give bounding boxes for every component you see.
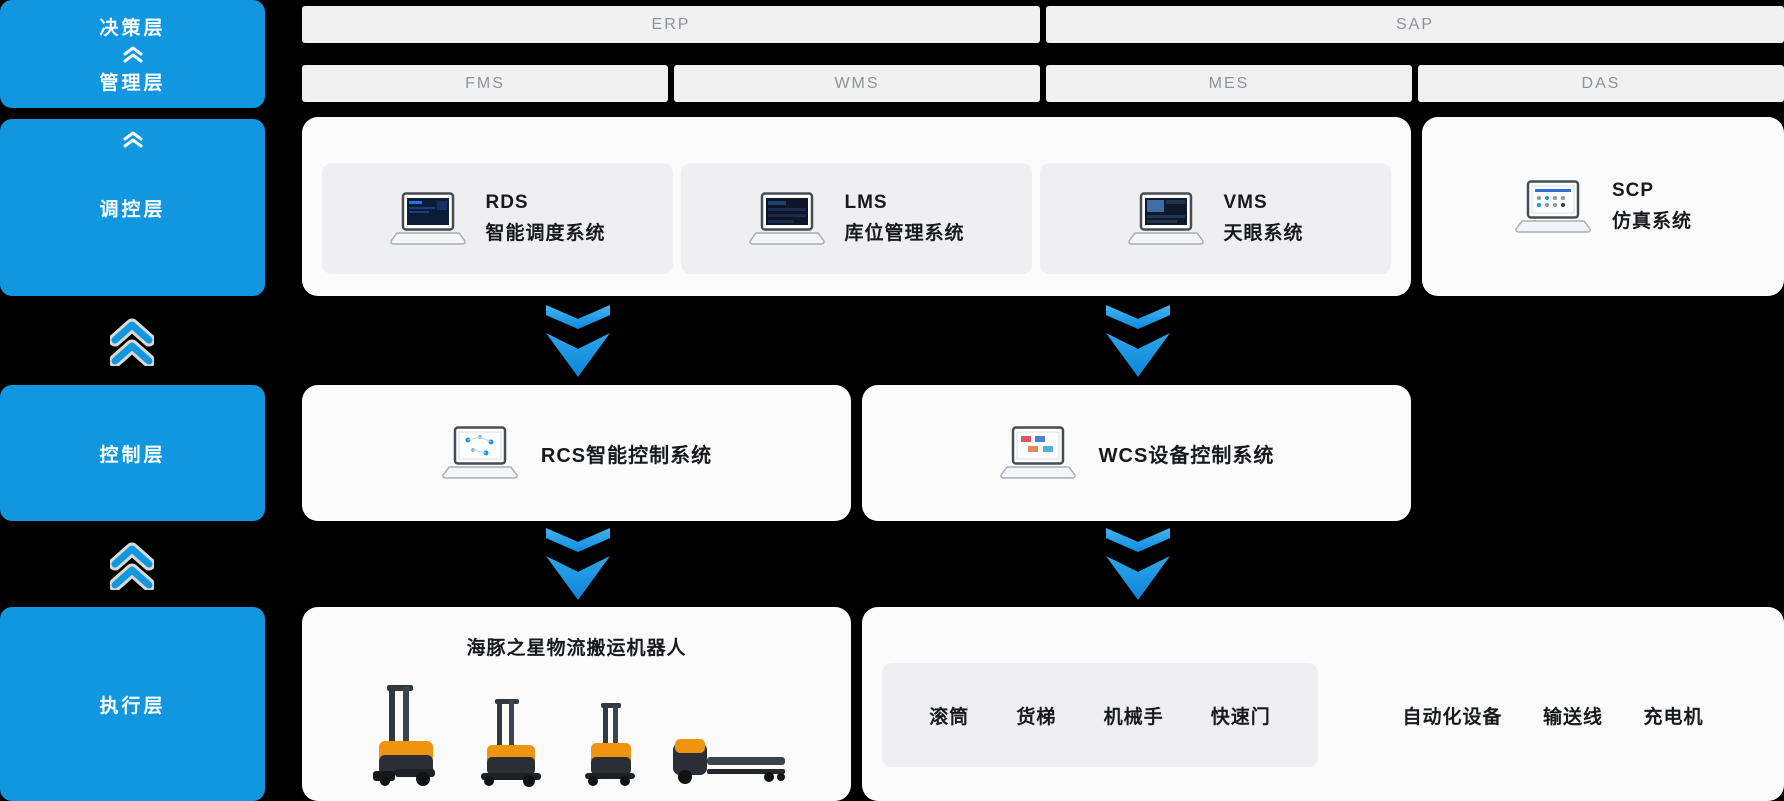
rcs-label: RCS智能控制系统 [540,444,713,467]
regulation-tier-panel: RDS 智能调度系统 LMS 库位管理系统 [302,117,1411,296]
laptop-icon [390,191,467,245]
erp-bar: ERP [302,6,1040,43]
device-label: 货梯 [1016,706,1057,728]
pallet-stacker-robot-image [584,703,635,786]
system-name: 天眼系统 [1223,223,1304,244]
double-chevron-up-icon [110,542,154,590]
device-label: 快速门 [1210,706,1271,728]
decision-layer-label: 决策层 [99,18,166,40]
double-chevron-up-icon [123,46,142,62]
double-chevron-down-icon [1106,305,1170,377]
double-chevron-up-icon [123,131,142,148]
execution-layer-label: 执行层 [99,695,166,717]
robots-row [302,660,851,801]
system-code: LMS [844,192,888,213]
devices-extra-group: 自动化设备 输送线 充电机 [1362,663,1744,767]
layer-box-control: 控制层 [0,385,265,521]
system-card-vms: VMS 天眼系统 [1040,163,1391,274]
system-card-lms: LMS 库位管理系统 [681,163,1032,274]
laptop-icon [749,191,826,245]
robots-title: 海豚之星物流搬运机器人 [466,638,687,659]
system-code: RDS [485,192,529,213]
fms-bar: FMS [302,65,668,102]
device-label: 机械手 [1103,706,1164,728]
wcs-panel: WCS设备控制系统 [862,385,1411,521]
double-chevron-up-icon [110,318,154,366]
das-bar: DAS [1418,65,1784,102]
device-label: 输送线 [1542,706,1603,728]
system-name: 库位管理系统 [844,223,965,244]
system-card-text: SCP 仿真系统 [1612,180,1692,233]
rcs-panel: RCS智能控制系统 [302,385,851,521]
laptop-icon [1128,191,1205,245]
double-chevron-down-icon [1106,528,1170,600]
system-name: 智能调度系统 [485,223,606,244]
device-label: 自动化设备 [1402,706,1503,728]
wcs-label: WCS设备控制系统 [1098,444,1275,467]
system-code: SCP [1611,180,1655,201]
system-card-rds: RDS 智能调度系统 [322,163,673,274]
double-chevron-down-icon [546,528,610,600]
scp-panel: SCP 仿真系统 [1422,117,1784,296]
regulation-layer-label: 调控层 [99,199,166,220]
management-layer-label: 管理层 [99,72,166,94]
device-label: 充电机 [1643,706,1704,728]
pallet-truck-robot-image [672,739,785,784]
layer-box-decision-management: 决策层 管理层 [0,0,265,108]
mes-bar: MES [1046,65,1412,102]
laptop-icon [442,426,518,479]
system-card-text: LMS 库位管理系统 [844,192,964,245]
devices-card: 滚筒 货梯 机械手 快速门 [882,663,1318,767]
laptop-icon [1515,179,1591,233]
system-card-text: RDS 智能调度系统 [485,192,605,245]
double-chevron-down-icon [546,305,610,377]
fms-wms-mes-das-bar-row: FMS WMS MES DAS [302,65,1784,102]
system-code: VMS [1223,192,1268,213]
counterbalance-forklift-robot-image [480,699,541,787]
layer-box-execution: 执行层 [0,607,265,801]
devices-panel: 滚筒 货梯 机械手 快速门 自动化设备 输送线 充电机 [862,607,1784,801]
sap-bar: SAP [1046,6,1784,43]
layer-box-regulation: 调控层 [0,119,265,296]
reach-forklift-robot-image [372,685,435,786]
wms-bar: WMS [674,65,1040,102]
erp-sap-bar-row: ERP SAP [302,6,1784,43]
robots-panel: 海豚之星物流搬运机器人 [302,607,851,801]
device-label: 滚筒 [929,706,970,728]
system-card-text: VMS 天眼系统 [1223,192,1303,245]
system-name: 仿真系统 [1611,211,1692,232]
control-layer-label: 控制层 [99,444,166,466]
laptop-icon [999,426,1076,479]
